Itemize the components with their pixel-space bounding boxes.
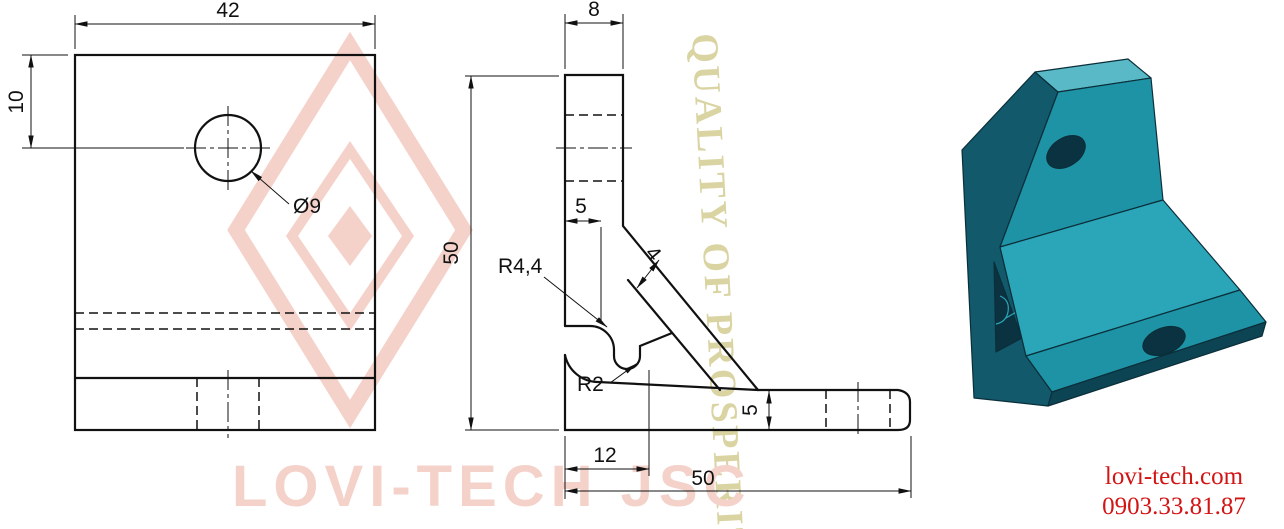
- side-view: 8 50 5 R4,4 4 R2 5 12 50: [440, 0, 912, 499]
- dim-side-slot-position: 12: [593, 444, 616, 467]
- dim-side-slot-lip: 5: [575, 195, 587, 218]
- diamond-logo-watermark: [227, 31, 473, 429]
- front-view-dimension-lines: [22, 15, 376, 205]
- side-view-center-lines: [556, 147, 859, 438]
- hole-leader-line: [250, 170, 290, 205]
- dim-front-hole-offset: 10: [5, 90, 28, 113]
- front-view-hidden-lines: [75, 312, 375, 430]
- dim-side-height: 50: [440, 241, 463, 264]
- contact-info: lovi-tech.com 0903.33.81.87: [1102, 463, 1246, 520]
- leader-radius-small: [609, 363, 637, 384]
- iso-slot-rib-detail: [995, 295, 1009, 325]
- slot-lower-lip: [563, 353, 760, 392]
- dim-front-hole-diameter: Ø9: [293, 195, 321, 218]
- iso-view: [961, 58, 1267, 407]
- contact-website: lovi-tech.com: [1105, 463, 1244, 490]
- rib-inner-edge: [626, 278, 722, 392]
- dim-side-base-length: 50: [691, 467, 714, 490]
- leader-radius-large: [543, 276, 608, 328]
- iso-base-hole: [1142, 325, 1186, 357]
- dim-line-rib: [636, 259, 660, 289]
- side-view-hidden-lines: [565, 114, 891, 430]
- label-radius-small: R2: [577, 373, 604, 396]
- dim-front-width: 42: [216, 0, 239, 22]
- company-watermark-text: LOVI-TECH JSC: [232, 454, 752, 519]
- iso-base-front-face: [1047, 321, 1267, 407]
- label-radius-large: R4,4: [498, 255, 543, 278]
- front-view: 42 10 Ø9: [5, 0, 377, 438]
- watermark-layer: QUALITY OF PROSPERITY LOVI-TECH JSC: [227, 31, 754, 529]
- side-view-dimension-lines: [465, 14, 912, 499]
- iso-top-hole: [1046, 135, 1086, 169]
- front-view-center-lines: [186, 106, 270, 438]
- contact-phone: 0903.33.81.87: [1102, 493, 1246, 520]
- slot-profile: [563, 324, 616, 358]
- front-plate-outline: [73, 53, 377, 432]
- dim-side-base-thickness: 5: [739, 404, 762, 416]
- dim-side-wall-thickness: 8: [588, 0, 600, 21]
